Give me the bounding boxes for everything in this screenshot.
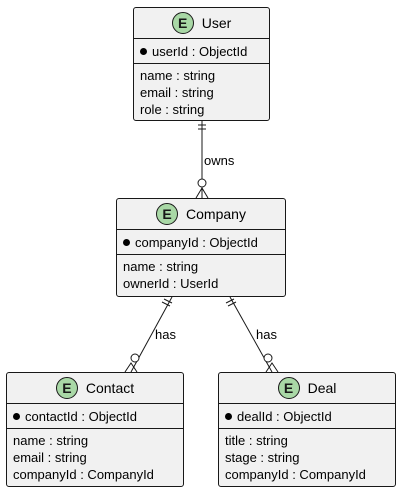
fields-section: title : string stage : string companyId … [219, 429, 395, 486]
crowfoot-marker [265, 362, 279, 373]
entity-user[interactable]: E User userId : ObjectId name : string e… [133, 7, 270, 121]
entity-badge-icon: E [277, 377, 300, 399]
entity-header: E Contact [7, 373, 183, 403]
field: stage : string [225, 450, 300, 465]
key-dot-icon [140, 48, 147, 56]
entity-header: E Company [117, 199, 285, 229]
entity-title: Deal [307, 380, 337, 396]
field: name : string [140, 68, 216, 83]
entity-title: User [201, 15, 232, 31]
field: email : string [13, 450, 87, 465]
one-mandatory-marker [161, 301, 171, 307]
field: ownerId : UserId [123, 276, 219, 291]
key-field: userId : ObjectId [140, 43, 263, 60]
key-field: dealId : ObjectId [225, 408, 389, 425]
relationship-label-has-contact: has [155, 327, 176, 342]
crowfoot-marker [195, 187, 209, 199]
zero-marker [263, 353, 273, 363]
entity-badge-icon: E [156, 203, 179, 225]
field: title : string [225, 433, 288, 448]
key-section: companyId : ObjectId [117, 229, 285, 255]
relationship-label-owns: owns [204, 153, 235, 168]
fields-section: name : string ownerId : UserId [117, 255, 285, 295]
entity-header: E Deal [219, 373, 395, 403]
one-mandatory-marker [227, 301, 237, 307]
fields-section: name : string email : string companyId :… [7, 429, 183, 486]
zero-marker [130, 353, 140, 363]
key-dot-icon [225, 413, 232, 421]
field: email : string [140, 85, 214, 100]
one-mandatory-marker [163, 298, 173, 304]
key-field: contactId : ObjectId [13, 408, 177, 425]
key-section: userId : ObjectId [134, 38, 269, 64]
entity-badge-icon: E [55, 377, 78, 399]
entity-badge-icon: E [171, 12, 194, 34]
field: role : string [140, 102, 205, 117]
key-field: companyId : ObjectId [123, 234, 279, 251]
key-dot-icon [13, 413, 20, 421]
one-mandatory-marker [225, 298, 235, 304]
field: companyId : CompanyId [225, 467, 366, 482]
entity-company[interactable]: E Company companyId : ObjectId name : st… [116, 198, 286, 297]
crowfoot-marker [124, 362, 138, 373]
field: name : string [13, 433, 89, 448]
entity-contact[interactable]: E Contact contactId : ObjectId name : st… [6, 372, 184, 487]
entity-title: Contact [85, 380, 135, 396]
entity-header: E User [134, 8, 269, 38]
key-section: dealId : ObjectId [219, 403, 395, 429]
field: name : string [123, 259, 199, 274]
relationship-label-has-deal: has [256, 327, 277, 342]
field: companyId : CompanyId [13, 467, 154, 482]
key-dot-icon [123, 239, 130, 247]
entity-title: Company [186, 206, 246, 222]
entity-deal[interactable]: E Deal dealId : ObjectId title : string … [218, 372, 396, 487]
zero-marker [197, 178, 207, 188]
fields-section: name : string email : string role : stri… [134, 64, 269, 121]
key-section: contactId : ObjectId [7, 403, 183, 429]
